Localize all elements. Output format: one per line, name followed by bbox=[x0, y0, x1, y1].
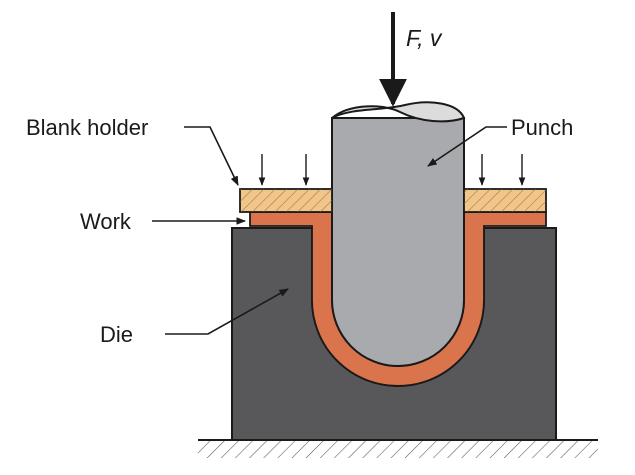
work-label: Work bbox=[80, 209, 132, 234]
blank-holder-right bbox=[463, 188, 547, 213]
blank-holder-label: Blank holder bbox=[26, 115, 148, 140]
force-label: F, v bbox=[406, 25, 443, 51]
punch-leader bbox=[427, 126, 507, 167]
ground bbox=[198, 439, 598, 458]
blank-holder-leader bbox=[184, 126, 239, 186]
punch-label: Punch bbox=[511, 115, 573, 140]
punch bbox=[331, 101, 466, 367]
die-label: Die bbox=[100, 322, 133, 347]
punch-top-face bbox=[331, 101, 466, 123]
die-leader bbox=[165, 288, 289, 335]
blank-holder-left bbox=[239, 188, 333, 213]
